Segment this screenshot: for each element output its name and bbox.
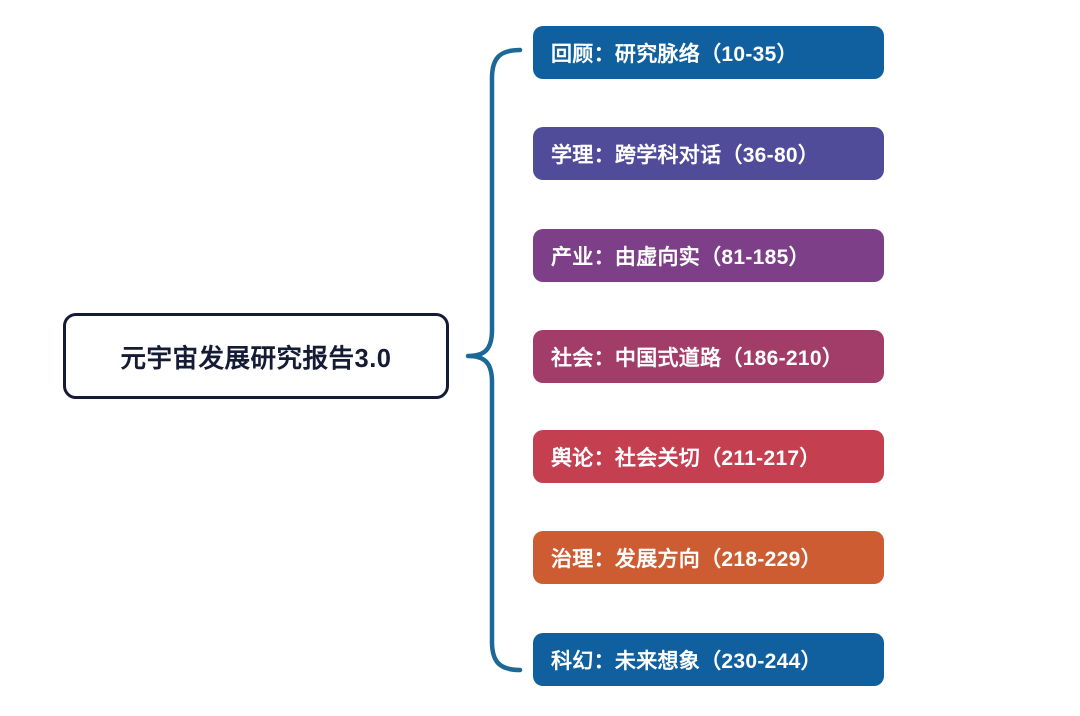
- branch-label: 治理：发展方向（218-229）: [551, 547, 822, 571]
- branch-label: 回顾：研究脉络（10-35）: [551, 42, 798, 66]
- branch-label: 学理：跨学科对话（36-80）: [551, 143, 820, 167]
- branch-box-theory[interactable]: 学理：跨学科对话（36-80）: [533, 127, 884, 180]
- root-node[interactable]: 元宇宙发展研究报告3.0: [63, 313, 449, 399]
- branch-box-governance[interactable]: 治理：发展方向（218-229）: [533, 531, 884, 584]
- branch-label: 科幻：未来想象（230-244）: [551, 649, 822, 673]
- branch-box-scifi[interactable]: 科幻：未来想象（230-244）: [533, 633, 884, 686]
- branch-box-review[interactable]: 回顾：研究脉络（10-35）: [533, 26, 884, 79]
- branch-box-society[interactable]: 社会：中国式道路（186-210）: [533, 330, 884, 383]
- branch-label: 社会：中国式道路（186-210）: [551, 346, 844, 370]
- branch-label: 产业：由虚向实（81-185）: [551, 245, 810, 269]
- branch-box-opinion[interactable]: 舆论：社会关切（211-217）: [533, 430, 884, 483]
- branch-label: 舆论：社会关切（211-217）: [551, 446, 821, 470]
- curly-brace-icon: [465, 47, 523, 673]
- root-node-label: 元宇宙发展研究报告3.0: [120, 344, 392, 373]
- branch-box-industry[interactable]: 产业：由虚向实（81-185）: [533, 229, 884, 282]
